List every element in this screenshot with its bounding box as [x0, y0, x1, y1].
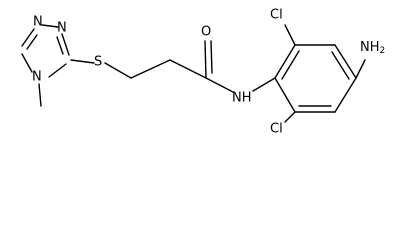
bond-n-methyl-ch3 — [38, 83, 42, 107]
bond-co-o-double — [210, 40, 213, 74]
amine-subscript: 2 — [380, 46, 386, 56]
bond-ch2a-ch2b — [130, 59, 171, 79]
chemical-structure: N N N S O NH Cl Cl NH2 — [21, 8, 385, 137]
bond-ring-c1-c2-double — [281, 50, 300, 80]
atom-sulfur: S — [94, 55, 102, 70]
bond-co-nh — [205, 77, 234, 93]
amine-nh-text: NH — [360, 40, 380, 55]
bond-ring-c3-c4 — [334, 44, 357, 79]
bond-ring-c6-c1 — [274, 77, 296, 113]
bond-co-o — [204, 40, 207, 79]
bond-n-methyl-c1 — [21, 53, 33, 73]
atom-amide-nh: NH — [232, 91, 252, 106]
bond-n-mid-c3-double — [56, 36, 64, 55]
bond-ring-nh2 — [355, 59, 366, 79]
bond-c3-s — [70, 59, 95, 64]
atom-labels: N N N S O NH Cl Cl NH2 — [32, 8, 385, 137]
bond-s-ch2a — [104, 62, 132, 79]
bond-ring-c1-c2 — [274, 44, 296, 79]
atom-n-ring-mid: N — [57, 21, 67, 36]
atom-n-ring-top: N — [33, 15, 43, 30]
bond-ring-c4-c5 — [334, 77, 357, 113]
atom-cl-top: Cl — [270, 8, 283, 23]
atom-n-methyl: N — [32, 70, 42, 85]
bond-c1-n-top-double — [26, 34, 38, 50]
bond-ring-c3-c4-double — [331, 51, 350, 80]
bond-ring-cl-bottom — [284, 111, 296, 123]
bond-n-top-n-mid — [41, 24, 59, 28]
bond-c1-n-top — [21, 28, 35, 47]
bond-c3-n-methyl — [48, 63, 67, 78]
atom-amine-nh2: NH2 — [360, 40, 385, 57]
bonds — [21, 24, 366, 123]
bond-nh-ring — [252, 77, 276, 92]
bond-ch2b-co — [169, 59, 207, 79]
atom-oxygen: O — [201, 25, 211, 40]
bond-n-mid-c3 — [61, 33, 70, 56]
bond-ring-cl-top — [284, 24, 296, 46]
atom-cl-bottom: Cl — [270, 122, 283, 137]
